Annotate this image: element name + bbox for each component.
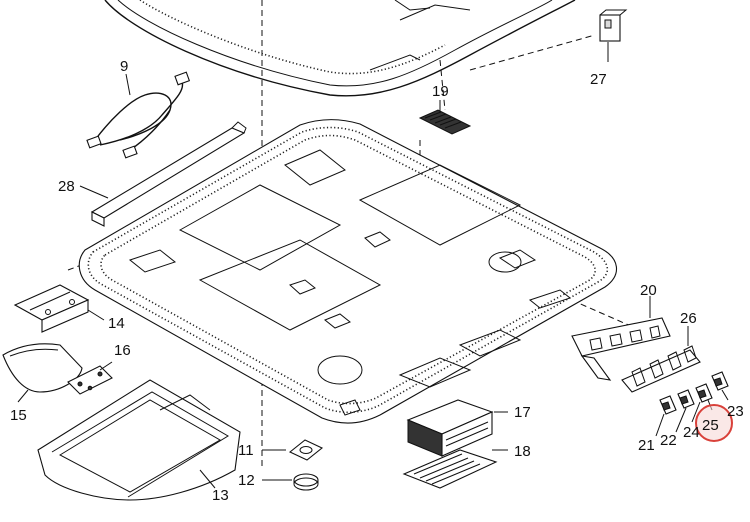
- label-19: 19: [432, 83, 449, 100]
- highlight-circle: [695, 404, 733, 442]
- part-26-clip-row: [621, 326, 701, 393]
- label-11: 11: [238, 442, 254, 459]
- part-27-connector: [599, 9, 628, 62]
- label-24: 24: [683, 424, 700, 441]
- part-14-bracket: [13, 284, 105, 333]
- label-15: 15: [10, 407, 27, 424]
- label-22: 22: [660, 432, 677, 449]
- label-23: 23: [727, 403, 744, 420]
- label-16: 16: [114, 342, 131, 359]
- label-28: 28: [58, 178, 75, 195]
- part-13-lower-shroud: [37, 379, 241, 501]
- label-26: 26: [680, 310, 697, 327]
- label-18: 18: [514, 443, 531, 460]
- label-25: 25: [702, 417, 719, 434]
- part-labels: 9 27 19 28 14 16 15 20 26 23 25 21 22 24…: [10, 58, 744, 504]
- small-clips-group: [655, 371, 729, 437]
- label-14: 14: [108, 315, 125, 332]
- label-20: 20: [640, 282, 657, 299]
- label-13: 13: [212, 487, 229, 504]
- part-12-ring-clamp: [262, 473, 319, 491]
- label-12: 12: [238, 472, 255, 489]
- part-28-trim-strip: [79, 121, 247, 227]
- label-27: 27: [590, 71, 607, 88]
- label-21: 21: [638, 437, 655, 454]
- part-11-fitting: [262, 439, 324, 461]
- top-cover: [104, 0, 576, 97]
- part-19-vent: [418, 100, 472, 135]
- part-20-connector-strip: [571, 296, 671, 381]
- base-tray: [78, 119, 617, 424]
- label-9: 9: [120, 58, 128, 75]
- part-9-cable-harness: [86, 71, 191, 159]
- part-17-filter: [406, 399, 508, 457]
- part-15-curved-shield: [2, 343, 83, 403]
- part-16-plate: [67, 361, 113, 395]
- part-18-grille: [402, 449, 508, 489]
- label-17: 17: [514, 404, 531, 421]
